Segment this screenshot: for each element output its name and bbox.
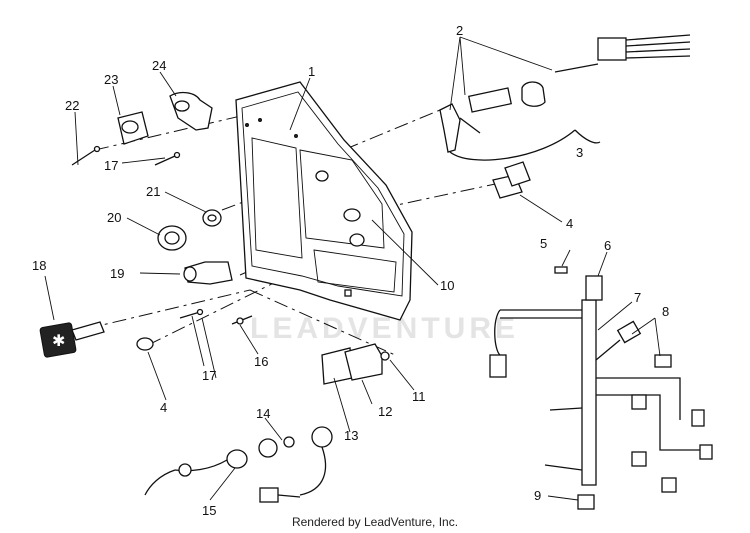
callout-9: 9 xyxy=(534,488,541,503)
callout-6: 6 xyxy=(604,238,611,253)
callout-17-top: 17 xyxy=(104,158,118,173)
callout-14: 14 xyxy=(256,406,270,421)
ignition-key: ✱ xyxy=(39,321,105,358)
callout-13: 13 xyxy=(344,428,358,443)
wire-lead-parts xyxy=(144,426,333,503)
callout-labels: 1 2 3 4 5 6 7 8 9 10 11 12 13 14 15 16 1… xyxy=(32,23,669,518)
callout-17-bottom: 17 xyxy=(202,368,216,383)
clip xyxy=(344,343,383,381)
callout-8: 8 xyxy=(662,304,669,319)
callout-12: 12 xyxy=(378,404,392,419)
footer-credit: Rendered by LeadVenture, Inc. xyxy=(291,515,459,529)
leader-lines xyxy=(44,36,661,501)
screw xyxy=(179,311,201,319)
switch-parts-left xyxy=(157,209,233,285)
connector-parts-top-left xyxy=(71,91,213,166)
toggle-switch xyxy=(492,161,531,199)
bolt-head xyxy=(236,317,244,325)
watermark: LEADVENTURE xyxy=(250,312,519,345)
callout-5: 5 xyxy=(540,236,547,251)
callout-19: 19 xyxy=(110,266,124,281)
callout-4-toggle: 4 xyxy=(566,216,573,231)
dash-panel xyxy=(235,81,413,321)
svg-text:✱: ✱ xyxy=(52,331,65,350)
callout-7: 7 xyxy=(634,290,641,305)
callout-2: 2 xyxy=(456,23,463,38)
screw-head xyxy=(196,308,204,316)
callout-21: 21 xyxy=(146,184,160,199)
callout-16: 16 xyxy=(254,354,268,369)
wiring-harness xyxy=(489,266,713,510)
callout-24: 24 xyxy=(152,58,166,73)
callout-20: 20 xyxy=(107,210,121,225)
callout-10: 10 xyxy=(440,278,454,293)
callout-11: 11 xyxy=(412,389,426,404)
callout-15: 15 xyxy=(202,503,216,518)
callout-4-nut: 4 xyxy=(160,400,167,415)
callout-1: 1 xyxy=(308,64,315,79)
callout-22: 22 xyxy=(65,98,79,113)
nut xyxy=(380,351,390,361)
callout-23: 23 xyxy=(104,72,118,87)
callout-3: 3 xyxy=(576,145,583,160)
switch-assembly xyxy=(439,34,691,161)
hex-nut xyxy=(136,337,154,351)
callout-18: 18 xyxy=(32,258,46,273)
